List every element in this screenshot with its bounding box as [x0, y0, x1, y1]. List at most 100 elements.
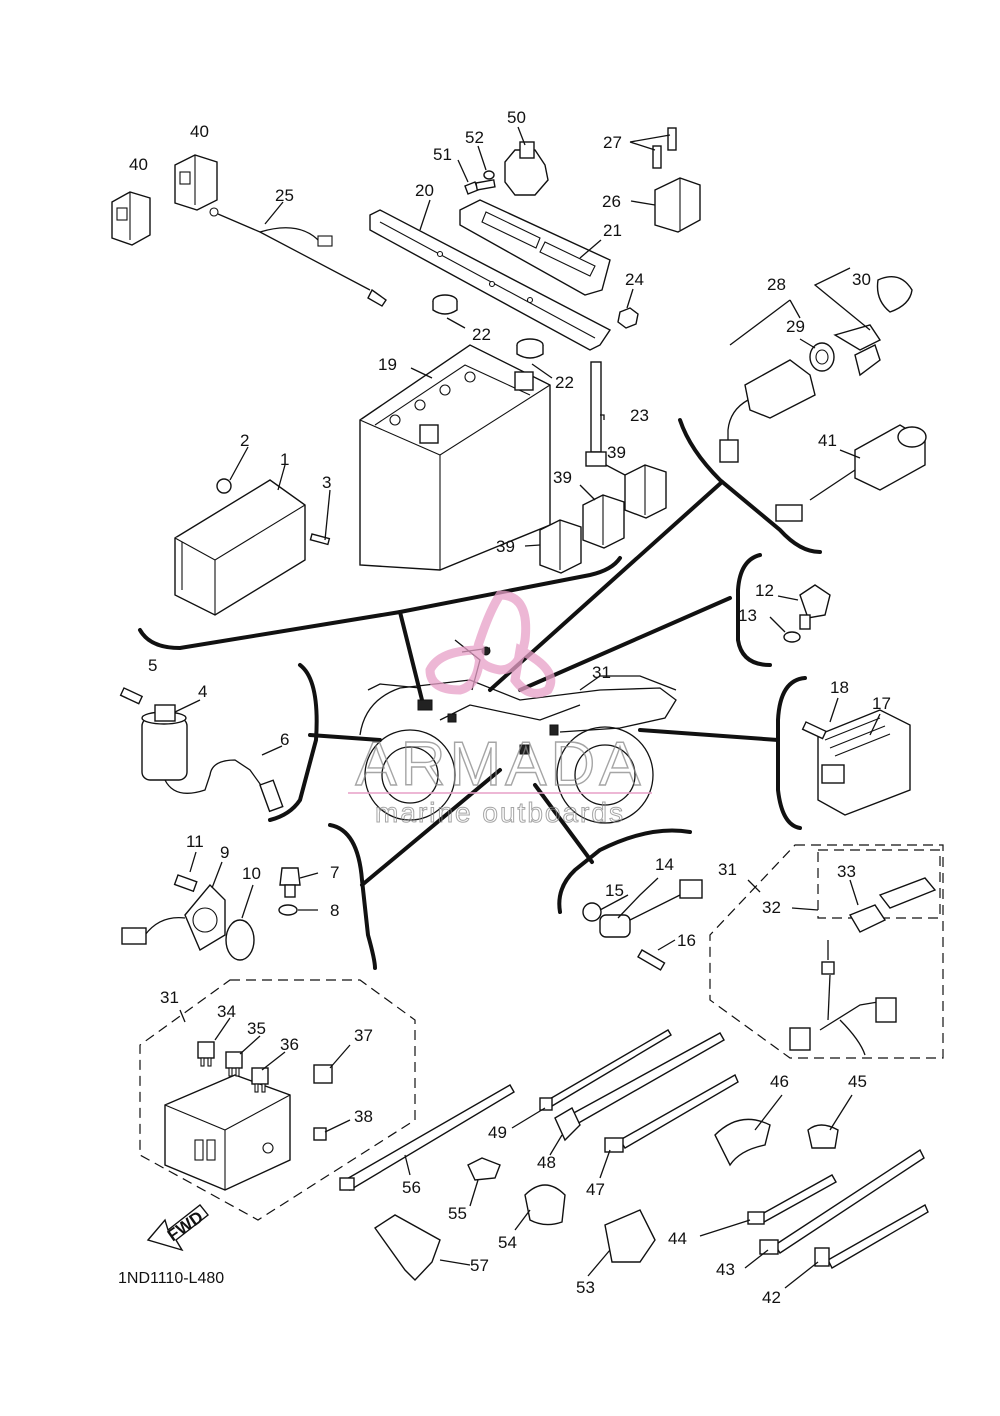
- callout-labels: 1 2 3 4 5 6 7 8 9 10 11 12 13 14 15 16 1…: [129, 108, 891, 1307]
- fuse-36: [251, 1067, 269, 1093]
- screw-3: [309, 533, 331, 546]
- callout-18: 18: [830, 678, 849, 697]
- fuse-35: [225, 1051, 243, 1077]
- gasket-8: [278, 904, 298, 916]
- callout-44: 44: [668, 1229, 687, 1248]
- callout-39c: 39: [496, 537, 515, 556]
- relay-40-b: [174, 154, 218, 211]
- cable-tie-42: [814, 1204, 929, 1269]
- callout-27: 27: [603, 133, 622, 152]
- callout-51: 51: [433, 145, 452, 164]
- callout-20: 20: [415, 181, 434, 200]
- cable-tie-43: [759, 1148, 925, 1255]
- callout-31-center: 31: [592, 663, 611, 682]
- relay-39-b: [582, 494, 625, 549]
- callout-5: 5: [148, 656, 157, 675]
- rectifier-regulator-17: [817, 709, 911, 816]
- callout-37: 37: [354, 1026, 373, 1045]
- starter-relay-cover-50: [504, 141, 549, 196]
- callout-28: 28: [767, 275, 786, 294]
- callout-31-harness: 31: [718, 860, 737, 879]
- callout-50: 50: [507, 108, 526, 127]
- callout-53: 53: [576, 1278, 595, 1297]
- callout-22b: 22: [555, 373, 574, 392]
- callout-52: 52: [465, 128, 484, 147]
- starter-relay-26: [654, 177, 701, 233]
- watermark-brand: ARMADA: [355, 730, 644, 799]
- bolt-51: [464, 179, 496, 195]
- battery-cable-25: [209, 207, 387, 307]
- cable-tie-56: [339, 1084, 515, 1191]
- callout-7: 7: [330, 863, 339, 882]
- callout-47: 47: [586, 1180, 605, 1199]
- callout-21: 21: [603, 221, 622, 240]
- relay-39-c: [539, 519, 582, 574]
- cable-tie-47: [604, 1074, 739, 1153]
- callout-16: 16: [677, 931, 696, 950]
- callout-15: 15: [605, 881, 624, 900]
- dc-socket-41: [775, 424, 927, 522]
- callout-49: 49: [488, 1123, 507, 1142]
- callout-14: 14: [655, 855, 674, 874]
- sensor-14: [599, 879, 703, 938]
- callout-26: 26: [602, 192, 621, 211]
- clamp-53: [604, 1209, 656, 1263]
- callout-2: 2: [240, 431, 249, 450]
- nut-29: [809, 342, 835, 372]
- speed-sensor-9: [121, 883, 226, 952]
- fuse-box-31-group: [139, 979, 416, 1221]
- fwd-arrow: FWD: [146, 1204, 209, 1252]
- callout-42: 42: [762, 1288, 781, 1307]
- o-ring-10: [225, 919, 255, 961]
- relay-40-a: [111, 191, 151, 246]
- fuse-holder-33: [848, 877, 937, 933]
- callout-25: 25: [275, 186, 294, 205]
- callout-39b: 39: [553, 468, 572, 487]
- gasket-13: [783, 631, 801, 643]
- bolt-18: [801, 721, 827, 740]
- callout-3: 3: [322, 473, 331, 492]
- callout-54: 54: [498, 1233, 517, 1252]
- callout-35: 35: [247, 1019, 266, 1038]
- callout-40a: 40: [190, 122, 209, 141]
- clamp-45: [807, 1124, 839, 1149]
- callout-55: 55: [448, 1204, 467, 1223]
- section-dividers: [138, 418, 822, 970]
- nut-24: [617, 307, 639, 329]
- clamp-57: [374, 1214, 441, 1282]
- fuse-holder-32: [821, 940, 835, 975]
- clamp-46: [714, 1118, 771, 1167]
- callout-46: 46: [770, 1072, 789, 1091]
- bolt-16: [637, 949, 666, 971]
- callout-34: 34: [217, 1002, 236, 1021]
- bolt-11: [173, 874, 198, 893]
- callout-56: 56: [402, 1178, 421, 1197]
- clamp-54: [524, 1184, 566, 1226]
- battery-19: [359, 344, 551, 571]
- cable-tie-48: [554, 1032, 725, 1142]
- cable-tie-44: [747, 1174, 837, 1225]
- callout-33: 33: [837, 862, 856, 881]
- callout-9: 9: [220, 843, 229, 862]
- grommet-22-a: [432, 294, 458, 315]
- ecu-1: [174, 479, 306, 616]
- callout-17: 17: [872, 694, 891, 713]
- callout-57: 57: [470, 1256, 489, 1275]
- battery-bracket-20: [369, 209, 612, 351]
- callout-30: 30: [852, 270, 871, 289]
- callout-22a: 22: [472, 325, 491, 344]
- grommet-22-b: [516, 338, 544, 359]
- sensor-12: [799, 584, 831, 630]
- washer-52: [483, 170, 495, 180]
- watermark-tagline: marine outboards: [375, 797, 625, 828]
- wire-harness-31-group: [709, 844, 944, 1059]
- main-switch-28: [719, 359, 816, 463]
- callout-23: 23: [630, 406, 649, 425]
- bolts-27: [652, 127, 677, 169]
- diagram-code: 1ND1110-L480: [118, 1270, 224, 1287]
- callout-43: 43: [716, 1260, 735, 1279]
- callout-29: 29: [786, 317, 805, 336]
- spark-plug-cap-6: [164, 759, 284, 813]
